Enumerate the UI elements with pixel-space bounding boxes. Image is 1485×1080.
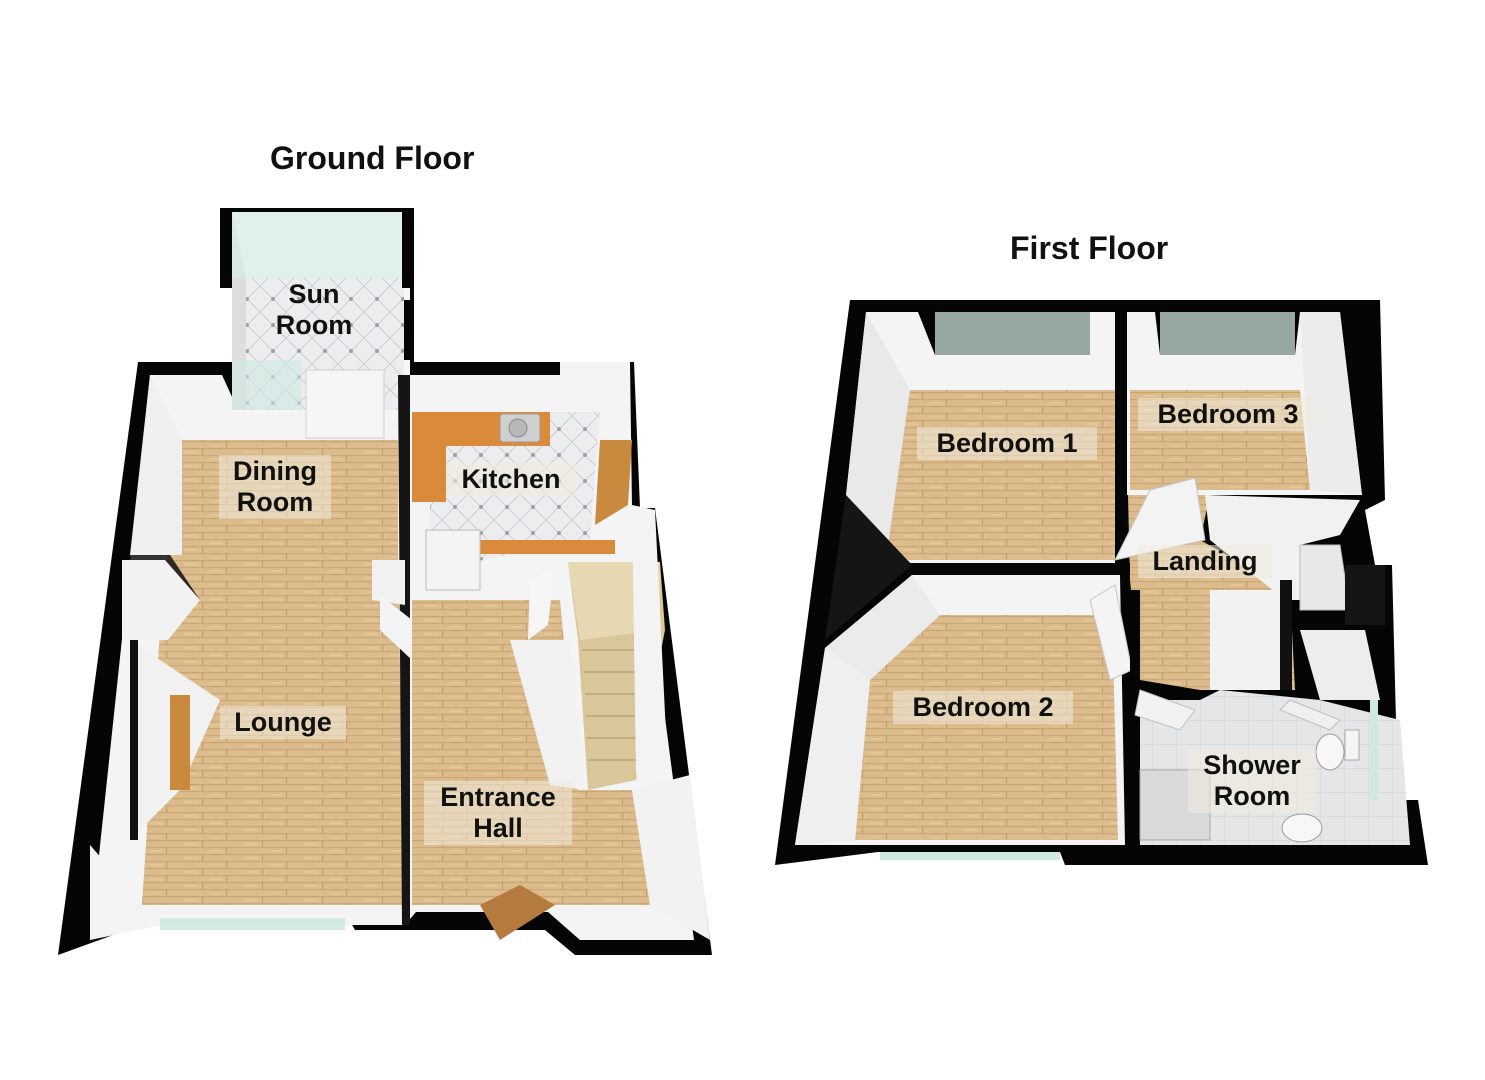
room-label-entrance-hall: Entrance Hall bbox=[424, 781, 572, 845]
room-label-bedroom-1: Bedroom 1 bbox=[917, 427, 1097, 460]
room-label-sun-room: Sun Room bbox=[275, 279, 353, 340]
front-door bbox=[480, 885, 555, 940]
room-label-kitchen: Kitchen bbox=[446, 463, 576, 496]
landing bbox=[1114, 477, 1385, 700]
room-label-bedroom-2: Bedroom 2 bbox=[893, 691, 1073, 724]
room-label-landing: Landing bbox=[1138, 545, 1272, 578]
first-floor-title: First Floor bbox=[1010, 230, 1169, 266]
room-label-bedroom-3: Bedroom 3 bbox=[1138, 398, 1318, 431]
dining-lounge-floor bbox=[142, 440, 404, 905]
kitchen bbox=[412, 375, 632, 570]
room-label-shower-room: Shower Room bbox=[1188, 749, 1316, 813]
ground-floor-plan bbox=[58, 208, 712, 955]
ground-floor-title: Ground Floor bbox=[270, 140, 475, 176]
room-label-lounge: Lounge bbox=[220, 706, 346, 739]
first-floor-plan bbox=[775, 300, 1428, 865]
room-label-dining-room: Dining Room bbox=[219, 455, 331, 519]
